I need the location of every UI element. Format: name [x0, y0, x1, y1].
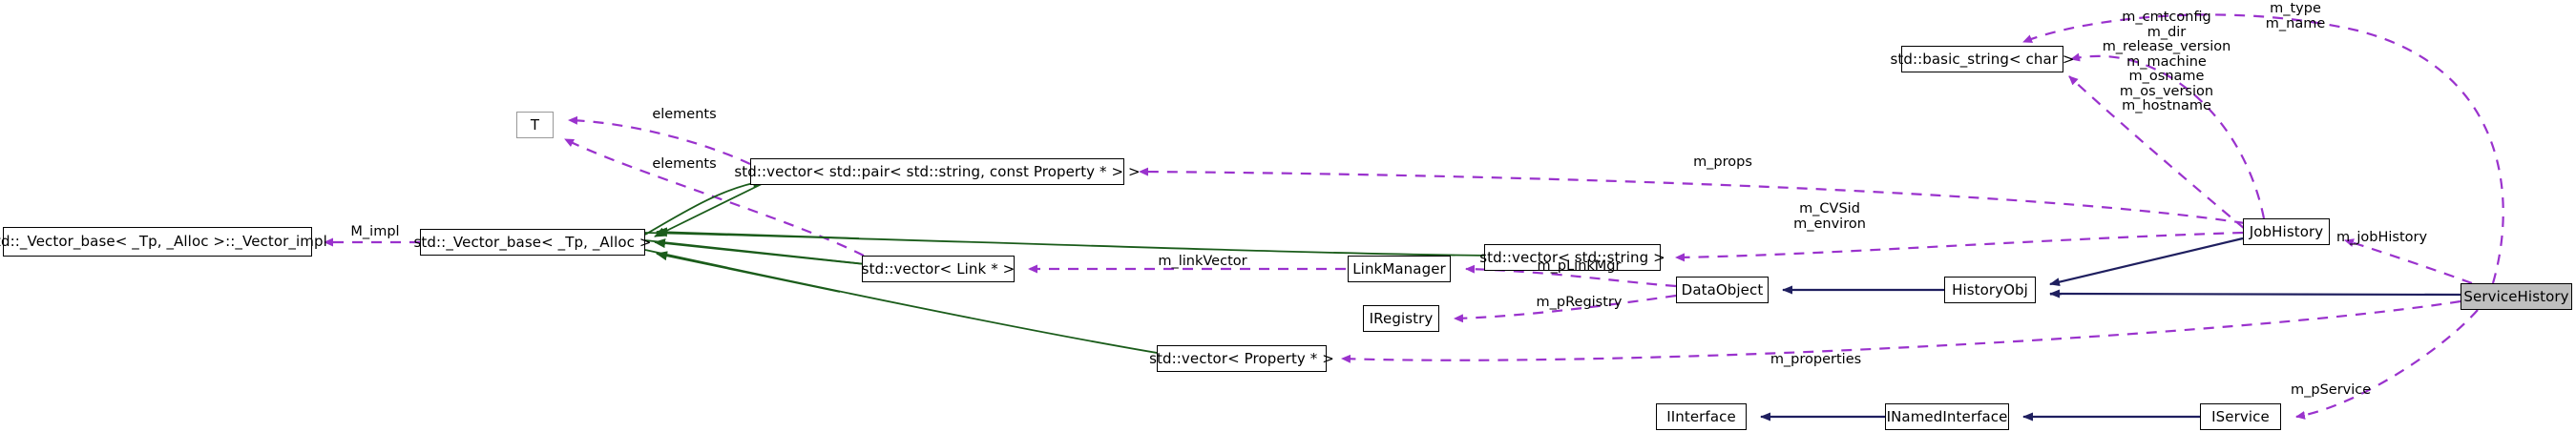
edge-label-m-plinkmgr: m_pLinkMgr [1537, 258, 1622, 274]
edge-m-cvsid-environ [1675, 231, 2244, 262]
node-servicehistory[interactable]: ServiceHistory [2461, 283, 2572, 310]
edge-m-props [1139, 167, 2246, 225]
edge-label-m-type-m-name: m_type m_name [2265, 1, 2326, 31]
node-label: HistoryObj [1952, 280, 2028, 298]
node-vector-base[interactable]: std::_Vector_base< _Tp, _Alloc > [414, 229, 651, 256]
node-vector-string[interactable]: std::vector< std::string > [1479, 244, 1665, 271]
node-template-param-t[interactable]: T [516, 112, 554, 138]
node-historyobj[interactable]: HistoryObj [1944, 277, 2036, 303]
node-iinterface[interactable]: IInterface [1656, 403, 1747, 430]
edge-label-m-impl: M_impl [350, 224, 400, 239]
edge-tmpl-vector-pair [644, 177, 764, 236]
node-label: std::_Vector_base< _Tp, _Alloc > [413, 233, 652, 251]
node-iservice[interactable]: IService [2200, 403, 2281, 430]
node-linkmanager[interactable]: LinkManager [1348, 256, 1451, 282]
node-vector-property[interactable]: std::vector< Property * > [1149, 345, 1334, 372]
node-label: std::basic_string< char > [1890, 50, 2075, 68]
edge-label-m-cmtconfig-group: m_cmtconfig m_dir m_release_version m_ma… [2102, 10, 2231, 113]
edge-tmpl-vector-link [644, 239, 875, 266]
node-iregistry[interactable]: IRegistry [1363, 305, 1439, 332]
node-label: std::vector< std::pair< std::string, con… [734, 162, 1141, 180]
node-basic-string-char[interactable]: std::basic_string< char > [1890, 46, 2074, 72]
node-label: ServiceHistory [2463, 287, 2569, 305]
edge-m-pservice [2295, 309, 2479, 420]
edge-m-properties [1341, 299, 2461, 363]
node-label: JobHistory [2249, 222, 2324, 240]
edge-label-m-cvsid-environ: m_CVSid m_environ [1793, 201, 1866, 232]
node-label: LinkManager [1352, 259, 1446, 278]
node-vector-impl[interactable]: std::_Vector_base< _Tp, _Alloc >::_Vecto… [0, 227, 327, 257]
node-vector-link[interactable]: std::vector< Link * > [862, 256, 1015, 282]
node-label: std::vector< Link * > [861, 259, 1016, 278]
edge-label-m-properties: m_properties [1770, 352, 1862, 367]
edge-label-elements-upper: elements [652, 107, 717, 122]
edge-m-jobhistory [2344, 238, 2473, 285]
node-label: DataObject [1681, 280, 1764, 298]
edge-label-elements-lower: elements [652, 156, 717, 172]
node-label: std::vector< std::string > [1479, 248, 1665, 266]
node-label: IInterface [1666, 407, 1736, 425]
node-label: IService [2211, 407, 2270, 425]
edge-label-m-jobhistory: m_jobHistory [2336, 230, 2428, 245]
edge-label-m-pservice: m_pService [2291, 382, 2372, 398]
edge-label-m-pregistry: m_pRegistry [1536, 295, 1623, 310]
node-label: std::_Vector_base< _Tp, _Alloc >::_Vecto… [0, 233, 327, 250]
node-label: INamedInterface [1886, 407, 2008, 425]
node-vector-pair-string-property[interactable]: std::vector< std::pair< std::string, con… [734, 158, 1141, 185]
edge-tmpl-vector-string [644, 232, 1492, 257]
edge-label-m-linkvector: m_linkVector [1158, 254, 1247, 269]
edge-inherit-servicehistory-historyobj [2049, 289, 2461, 298]
node-dataobject[interactable]: DataObject [1676, 277, 1769, 303]
node-inamedinterface[interactable]: INamedInterface [1885, 403, 2009, 430]
node-jobhistory[interactable]: JobHistory [2243, 218, 2330, 245]
edge-label-m-props: m_props [1693, 154, 1752, 170]
edge-inherit-jobhistory-historyobj [2049, 237, 2244, 287]
node-label: T [530, 115, 540, 134]
node-label: std::vector< Property * > [1149, 349, 1334, 367]
node-label: IRegistry [1369, 309, 1434, 327]
